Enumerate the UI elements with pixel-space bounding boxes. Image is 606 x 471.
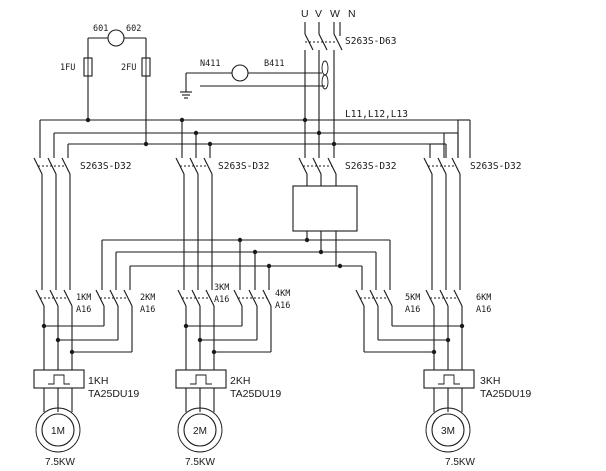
motor-2m-icon <box>183 413 217 447</box>
overload-1kh: 1KH TA25DU19 <box>33 369 139 400</box>
direct-feeds <box>41 174 461 290</box>
overload-2kh: 2KH TA25DU19 <box>175 369 281 400</box>
contactor-1km: 1KM A16 <box>35 289 91 315</box>
svg-text:7.5KW: 7.5KW <box>445 457 476 468</box>
phase-v-label: V <box>315 8 322 20</box>
controller-box <box>292 174 358 266</box>
svg-text:2M: 2M <box>193 426 207 437</box>
voltmeter-icon <box>107 29 125 47</box>
breaker-mid-label: S263S-D32 <box>218 161 269 172</box>
svg-text:TA25DU19: TA25DU19 <box>480 388 531 400</box>
overload-3kh: 3KH TA25DU19 <box>423 369 531 400</box>
svg-text:7.5KW: 7.5KW <box>185 457 216 468</box>
contactor-4km: 4KM A16 <box>233 289 290 311</box>
ammeter-circuit: N411 B411 <box>180 59 325 99</box>
motors: 1M 7.5KW 2M 7.5KW 3M 7.5KW <box>35 388 476 468</box>
current-transformer <box>321 60 329 90</box>
main-breaker-label: S263S-D63 <box>345 36 396 47</box>
secondary-bus <box>101 237 391 290</box>
overload-relays: 1KH TA25DU19 2KH TA25DU19 3KH TA25DU19 <box>33 369 531 400</box>
ammeter-right-terminal: B411 <box>264 59 284 69</box>
ammeter-left-terminal: N411 <box>200 59 220 69</box>
voltmeter-circuit: 601 602 1FU 2FU <box>60 24 151 144</box>
bus-label: L11,L12,L13 <box>345 109 408 120</box>
meter-left-terminal: 601 <box>93 24 108 34</box>
svg-text:1M: 1M <box>51 426 65 437</box>
svg-text:TA25DU19: TA25DU19 <box>230 388 281 400</box>
motor-1m-icon <box>41 413 75 447</box>
contactor-5km: 5KM A16 <box>355 289 420 315</box>
svg-text:A16: A16 <box>476 305 491 315</box>
breaker-right-label: S263S-D32 <box>470 161 521 172</box>
main-bus: L11,L12,L13 <box>40 98 470 147</box>
breaker-center-label: S263S-D32 <box>345 161 396 172</box>
svg-text:2KH: 2KH <box>230 375 250 387</box>
supply-phase-labels: U V W N <box>301 8 356 20</box>
ammeter-icon <box>231 64 249 82</box>
branch-breakers: S263S-D32 S263S-D32 S263S-D32 S263S <box>33 119 521 175</box>
motor-3m-icon <box>431 413 465 447</box>
svg-text:A16: A16 <box>405 305 420 315</box>
motor-3m: 3M 7.5KW <box>425 388 476 468</box>
svg-text:A16: A16 <box>76 305 91 315</box>
motor-2m: 2M 7.5KW <box>177 388 223 468</box>
svg-text:A16: A16 <box>140 305 155 315</box>
svg-text:7.5KW: 7.5KW <box>45 457 76 468</box>
phase-n-label: N <box>348 8 356 20</box>
contactor-outputs <box>41 306 465 370</box>
svg-text:TA25DU19: TA25DU19 <box>88 388 139 400</box>
main-breaker: S263S-D63 <box>304 22 396 118</box>
phase-w-label: W <box>330 8 340 20</box>
svg-text:A16: A16 <box>275 301 290 311</box>
svg-text:4KM: 4KM <box>275 289 290 299</box>
contactor-3km: 3KM A16 <box>177 283 229 307</box>
svg-text:3KH: 3KH <box>480 375 500 387</box>
phase-u-label: U <box>301 8 309 20</box>
svg-text:5KM: 5KM <box>405 293 420 303</box>
fuse-right-label: 2FU <box>121 63 136 73</box>
svg-text:2KM: 2KM <box>140 293 155 303</box>
svg-text:3M: 3M <box>441 426 455 437</box>
contactor-2km: 2KM A16 <box>95 289 155 315</box>
contactors: 1KM A16 2KM A16 3KM A16 4KM A <box>35 283 491 315</box>
svg-text:1KH: 1KH <box>88 375 108 387</box>
svg-text:6KM: 6KM <box>476 293 491 303</box>
svg-text:3KM: 3KM <box>214 283 229 293</box>
fuse-left-label: 1FU <box>60 63 75 73</box>
svg-text:A16: A16 <box>214 295 229 305</box>
motor-1m: 1M 7.5KW <box>35 388 81 468</box>
svg-text:1KM: 1KM <box>76 293 91 303</box>
breaker-left-label: S263S-D32 <box>80 161 131 172</box>
meter-right-terminal: 602 <box>126 24 141 34</box>
contactor-6km: 6KM A16 <box>425 289 491 315</box>
